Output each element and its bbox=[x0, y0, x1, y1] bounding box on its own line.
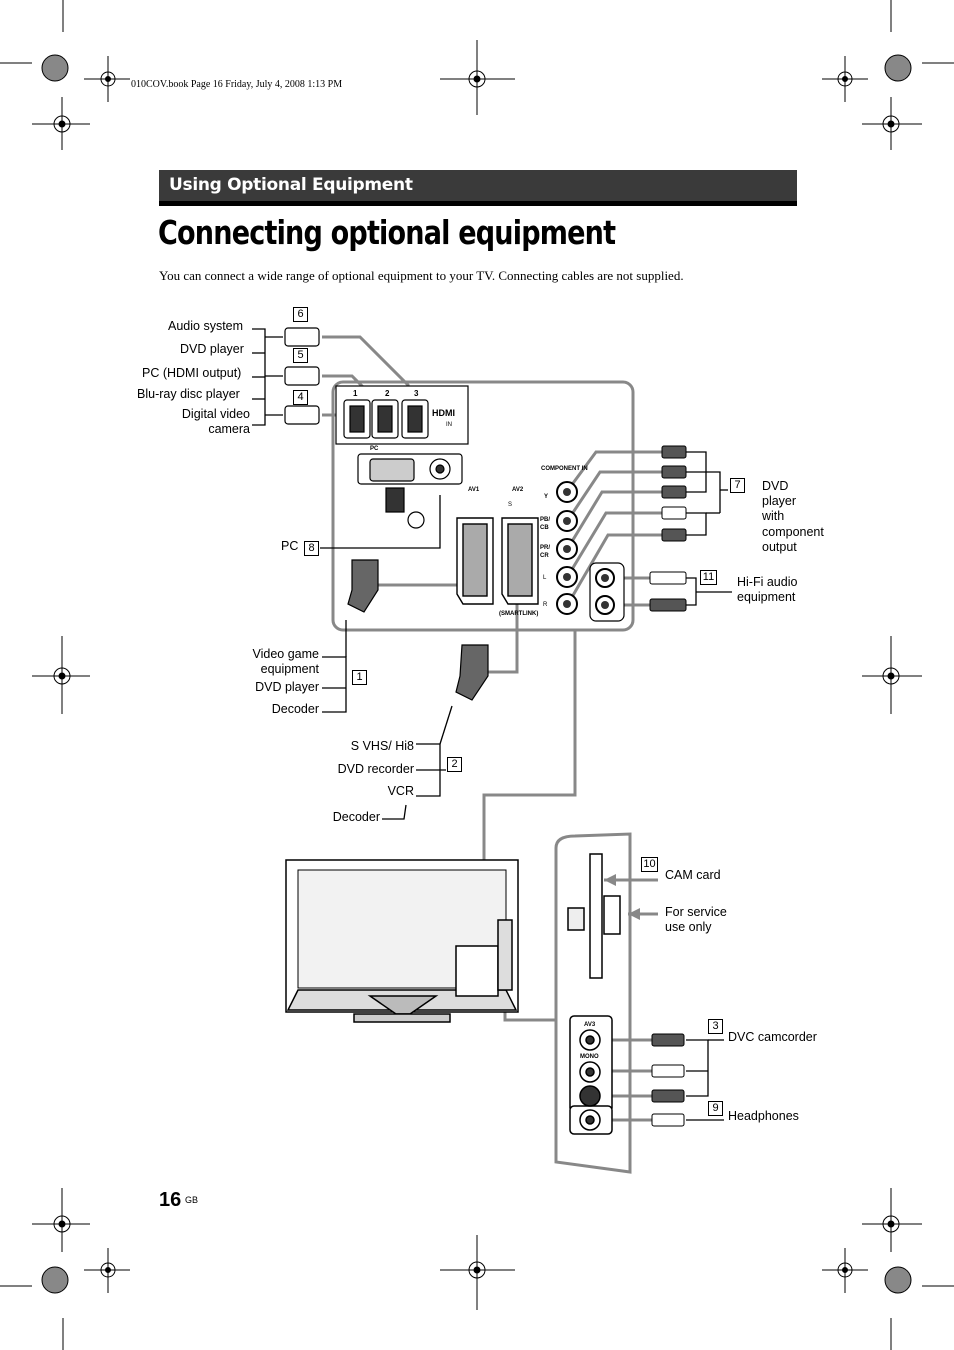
pc-port-label: PC bbox=[370, 446, 379, 452]
s-video-label: S bbox=[508, 502, 513, 508]
page-lang-code: GB bbox=[185, 1195, 199, 1205]
label-dvd-component-4: component bbox=[762, 525, 824, 539]
label-decoder-2: Decoder bbox=[332, 810, 380, 824]
label-dvd-player: DVD player bbox=[180, 342, 244, 356]
hdmi-port-2-label: 2 bbox=[385, 389, 390, 398]
page-title: Connecting optional equipment bbox=[158, 213, 616, 252]
hdmi-port-3-label: 3 bbox=[414, 389, 419, 398]
av2-label: AV2 bbox=[512, 487, 524, 493]
callout-6: 6 bbox=[293, 307, 308, 322]
section-title: Using Optional Equipment bbox=[169, 175, 413, 195]
label-hifi-1: Hi-Fi audio bbox=[737, 575, 798, 589]
intro-text: You can connect a wide range of optional… bbox=[159, 268, 684, 283]
label-video-game-2: equipment bbox=[260, 662, 319, 676]
label-dvd-component-2: player bbox=[762, 494, 797, 508]
hdmi-in-label: IN bbox=[446, 422, 452, 428]
component-cb-label: CB bbox=[540, 525, 549, 531]
av1-label: AV1 bbox=[468, 487, 480, 493]
label-headphones: Headphones bbox=[728, 1109, 799, 1123]
component-pb-label: PB/ bbox=[540, 517, 551, 523]
callout-4: 4 bbox=[293, 390, 308, 405]
av3-label: AV3 bbox=[584, 1022, 596, 1028]
callout-8: 8 bbox=[304, 541, 319, 556]
label-digital-video-2: camera bbox=[208, 422, 250, 436]
component-y-label: Y bbox=[544, 494, 549, 500]
callout-3: 3 bbox=[708, 1019, 723, 1034]
label-vcr: VCR bbox=[387, 784, 414, 798]
label-cam-card: CAM card bbox=[665, 868, 721, 882]
component-cr-label: CR bbox=[540, 553, 549, 559]
label-hifi-2: equipment bbox=[737, 590, 796, 604]
callout-10: 10 bbox=[641, 857, 658, 872]
label-svhs: S VHS/ Hi8 bbox=[350, 739, 414, 753]
label-dvc: DVC camcorder bbox=[728, 1030, 817, 1044]
label-dvd-component-5: output bbox=[762, 540, 797, 554]
section-header: Using Optional Equipment bbox=[159, 170, 797, 206]
callout-1: 1 bbox=[352, 670, 367, 685]
label-decoder-1: Decoder bbox=[271, 702, 319, 716]
label-service-2: use only bbox=[665, 920, 712, 934]
component-pr-label: PR/ bbox=[540, 545, 551, 551]
book-info-line: 010COV.book Page 16 Friday, July 4, 2008… bbox=[131, 79, 343, 90]
label-service-1: For service bbox=[665, 905, 727, 919]
label-dvd-player-2: DVD player bbox=[255, 680, 319, 694]
callout-2: 2 bbox=[447, 757, 462, 772]
mono-label: MONO bbox=[580, 1054, 599, 1060]
label-dvd-recorder: DVD recorder bbox=[337, 762, 414, 776]
label-bluray: Blu-ray disc player bbox=[137, 387, 240, 401]
hdmi-logo: HDMI bbox=[432, 408, 455, 418]
component-in-label: COMPONENT IN bbox=[541, 466, 588, 472]
audio-r-label: R bbox=[543, 602, 548, 608]
audio-l-label: L bbox=[543, 575, 547, 581]
label-audio-system: Audio system bbox=[168, 319, 244, 333]
smartlink-label: (SMARTLINK) bbox=[499, 611, 539, 617]
label-video-game-1: Video game bbox=[252, 647, 320, 661]
label-dvd-component-3: with bbox=[762, 509, 785, 523]
label-digital-video-1: Digital video bbox=[181, 407, 250, 421]
label-pc: PC bbox=[281, 539, 299, 553]
callout-7: 7 bbox=[730, 478, 745, 493]
page-number: 16 bbox=[159, 1189, 182, 1211]
hdmi-port-1-label: 1 bbox=[353, 389, 358, 398]
label-dvd-component-1: DVD bbox=[762, 479, 789, 493]
callout-11: 11 bbox=[700, 570, 717, 585]
callout-9: 9 bbox=[708, 1101, 723, 1116]
callout-5: 5 bbox=[293, 348, 308, 363]
label-pc-hdmi: PC (HDMI output) bbox=[142, 366, 242, 380]
